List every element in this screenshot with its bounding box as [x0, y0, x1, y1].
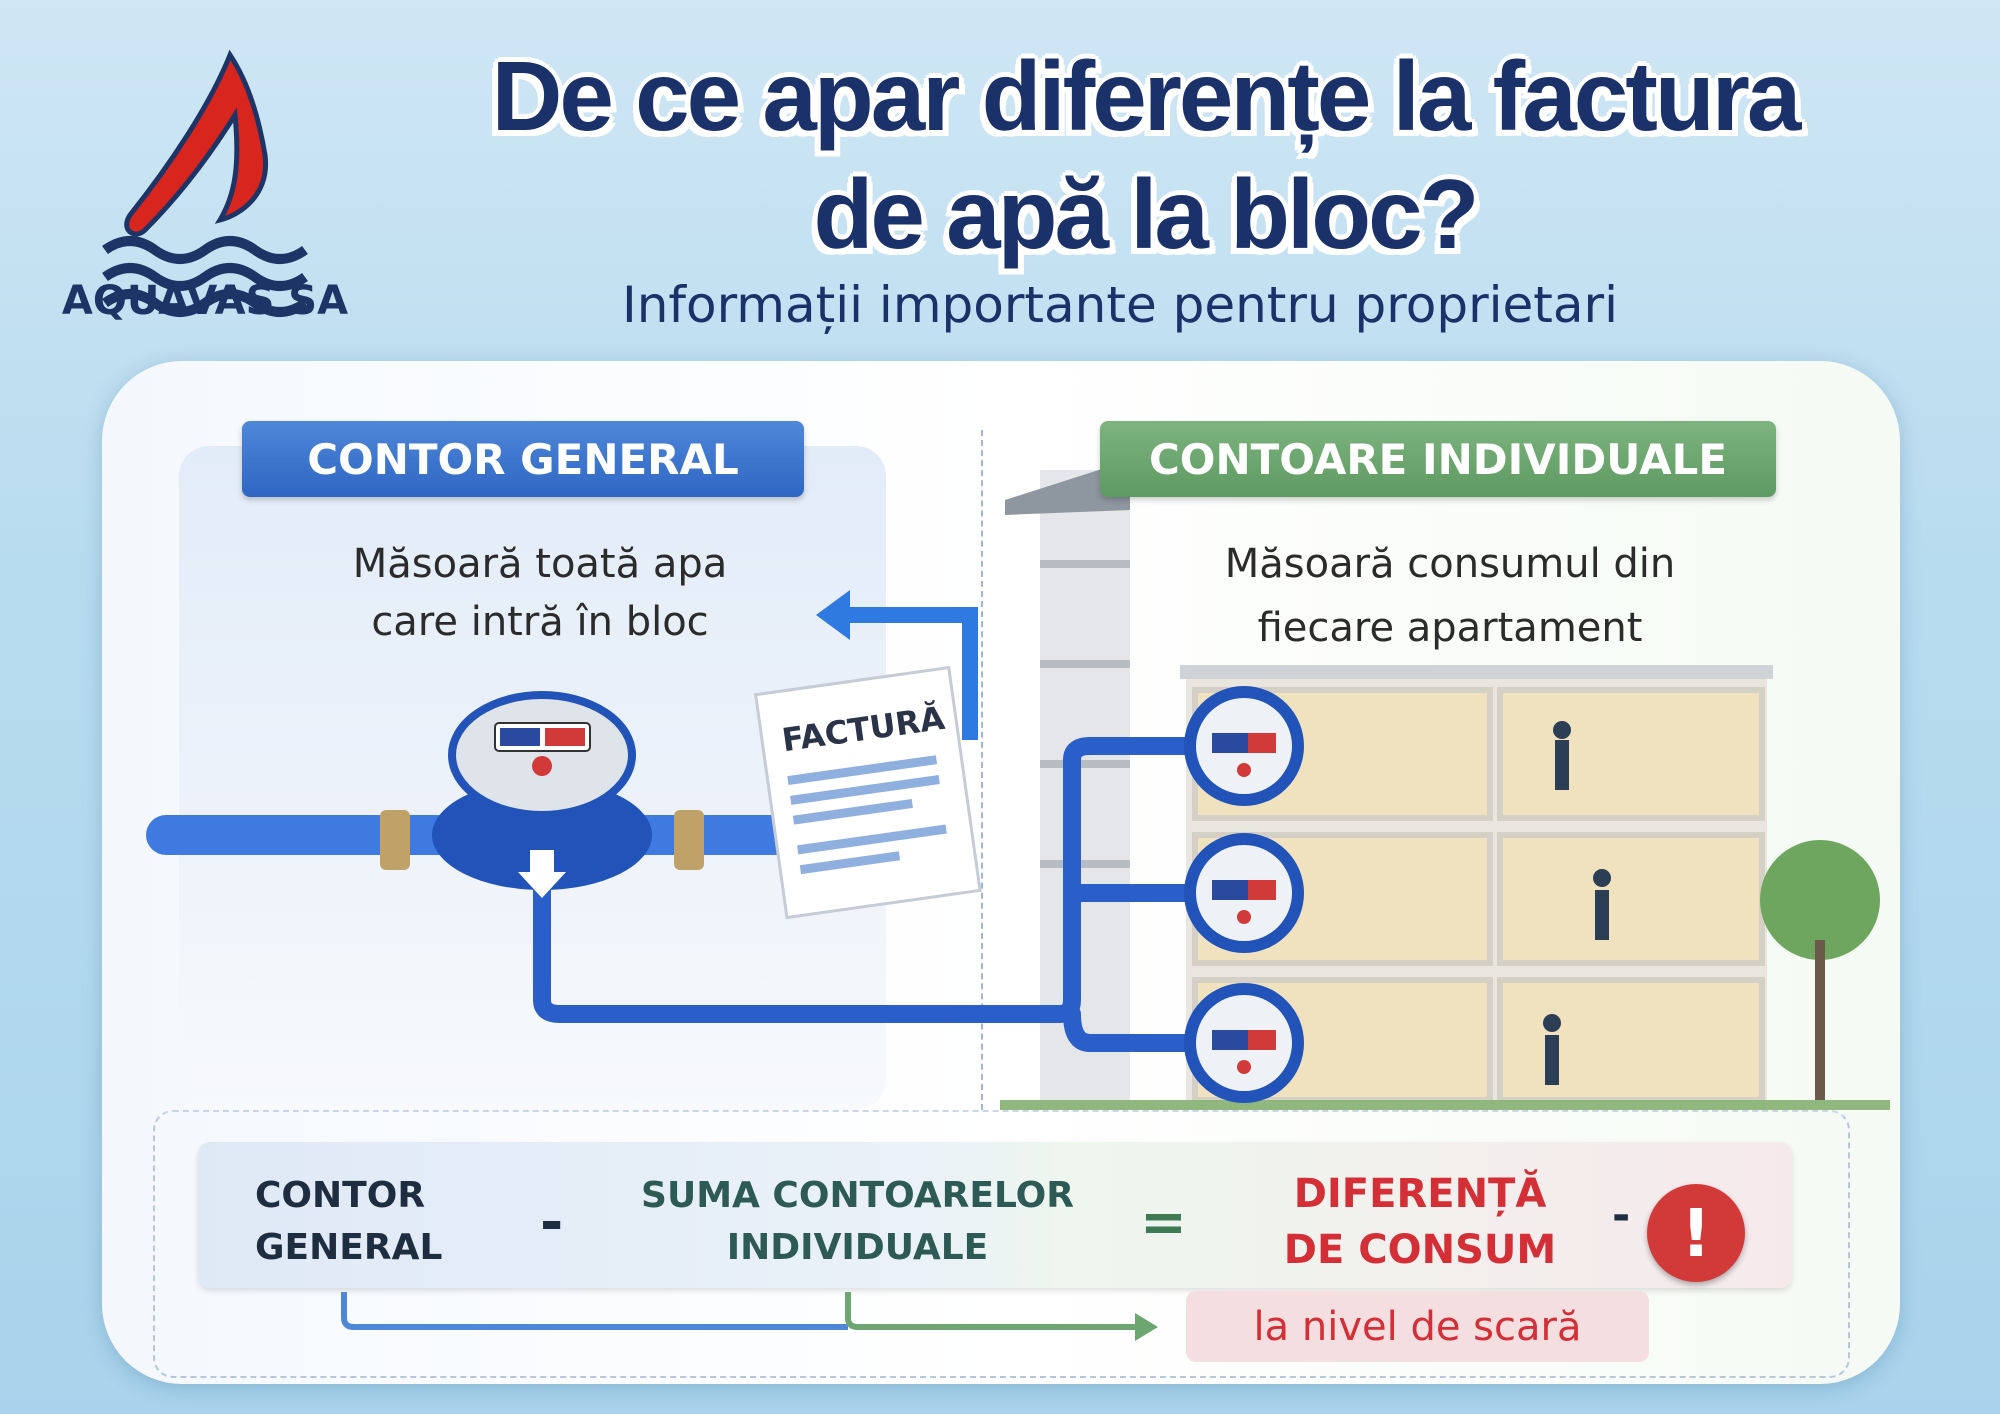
desc-line: fiecare apartament [1257, 605, 1643, 651]
alert-icon: ! [1647, 1184, 1745, 1282]
dash-separator: - [1612, 1190, 1631, 1241]
term-line: GENERAL [255, 1227, 443, 1268]
contoare-individuale-description: Măsoară consumul din fiecare apartament [1150, 532, 1750, 660]
equals-operator: = [1140, 1190, 1187, 1255]
formula-term-sum: SUMA CONTOARELOR INDIVIDUALE [600, 1170, 1115, 1274]
contor-general-description: Măsoară toată apa care intră în bloc [280, 535, 800, 651]
desc-line: Măsoară toată apa [352, 541, 728, 587]
term-line: CONTOR [255, 1175, 426, 1216]
formula-term-general: CONTOR GENERAL [255, 1170, 442, 1274]
result-line: DE CONSUM [1283, 1227, 1557, 1273]
page-title-line1: De ce apar diferențe la factura [491, 41, 1802, 151]
result-line: DIFERENȚĂ [1293, 1171, 1547, 1217]
aquavas-logo [102, 49, 308, 317]
term-line: INDIVIDUALE [726, 1227, 989, 1268]
contor-general-heading: CONTOR GENERAL [242, 421, 804, 497]
scara-note: la nivel de scară [1186, 1291, 1649, 1362]
minus-operator: - [540, 1190, 564, 1255]
page-title-line2: de apă la bloc? [813, 159, 1480, 269]
formula-box [198, 1142, 1792, 1288]
general-water-meter-icon [380, 691, 704, 898]
individual-meter-icons [1184, 686, 1304, 1103]
formula-frame [153, 1110, 1850, 1378]
invoice-arrow-icon [840, 607, 978, 740]
desc-line: Măsoară consumul din [1224, 541, 1676, 587]
term-line: SUMA CONTOARELOR [641, 1175, 1074, 1216]
section-divider [981, 430, 983, 1110]
logo-text: AQUAVAS SA [61, 278, 349, 324]
invoice-document-icon: FACTURĂ [753, 665, 982, 920]
illustration: FACTURĂ [146, 460, 1890, 1110]
contoare-individuale-heading: CONTOARE INDIVIDUALE [1100, 421, 1776, 497]
formula-result: DIFERENȚĂ DE CONSUM [1230, 1166, 1610, 1278]
page-subtitle: Informații importante pentru proprietari [622, 276, 1618, 334]
desc-line: care intră în bloc [371, 599, 709, 645]
